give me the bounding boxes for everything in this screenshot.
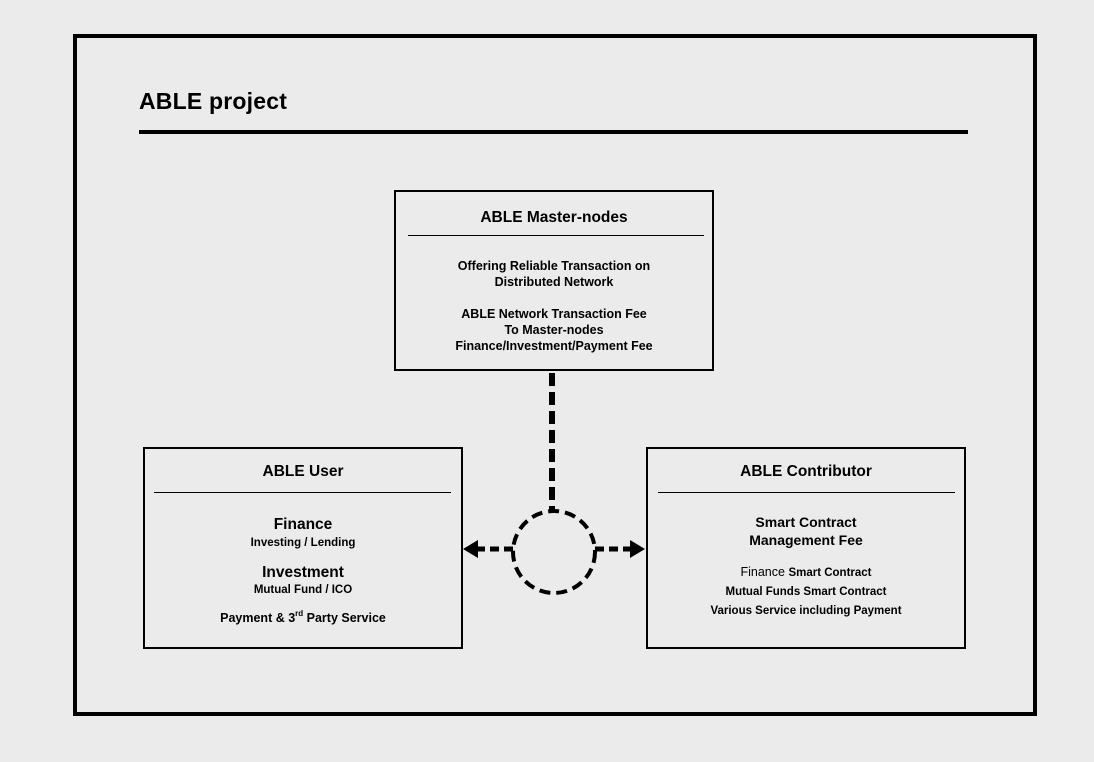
contributor-heading-line-1: Smart Contract xyxy=(755,514,857,530)
payment-service-prefix: Payment & 3 xyxy=(220,611,296,625)
hub-circle xyxy=(511,509,597,595)
master-nodes-line-3: ABLE Network Transaction Fee xyxy=(461,307,647,321)
contributor-detail-line-1: Finance Smart Contract xyxy=(648,564,964,581)
master-nodes-title: ABLE Master-nodes xyxy=(480,209,628,226)
master-nodes-line-5: Finance/Investment/Payment Fee xyxy=(455,339,653,353)
arrowhead-left-icon xyxy=(463,540,478,558)
investment-detail: Mutual Fund / ICO xyxy=(253,584,353,596)
user-title: ABLE User xyxy=(262,463,344,480)
page-title: ABLE project xyxy=(139,88,288,114)
finance-detail: Investing / Lending xyxy=(250,537,356,549)
arrowhead-right-icon xyxy=(630,540,645,558)
user-box: ABLE User Finance Investing / Lending In… xyxy=(143,447,463,649)
contributor-title: ABLE Contributor xyxy=(740,463,872,480)
contributor-box: ABLE Contributor Smart Contract Manageme… xyxy=(646,447,966,649)
contributor-heading-line-2: Management Fee xyxy=(749,532,863,548)
contributor-divider xyxy=(658,492,955,493)
diagram-frame xyxy=(73,34,1037,716)
contributor-detail-prefix: Finance xyxy=(740,565,789,579)
contributor-detail-suffix: Smart Contract xyxy=(788,567,872,579)
master-nodes-line-1: Offering Reliable Transaction on xyxy=(457,259,651,273)
payment-service-suffix: Party Service xyxy=(303,611,386,625)
ordinal-superscript: rd xyxy=(295,609,304,618)
finance-heading: Finance xyxy=(273,516,333,533)
master-nodes-divider xyxy=(408,235,704,236)
title-divider xyxy=(139,130,968,134)
master-nodes-line-4: To Master-nodes xyxy=(504,323,604,337)
contributor-detail-line-2: Mutual Funds Smart Contract xyxy=(725,586,887,598)
user-divider xyxy=(154,492,451,493)
master-nodes-box: ABLE Master-nodes Offering Reliable Tran… xyxy=(394,190,714,371)
payment-service-line: Payment & 3rd Party Service xyxy=(145,610,461,626)
contributor-detail-line-3: Various Service including Payment xyxy=(710,605,902,617)
investment-heading: Investment xyxy=(262,564,344,581)
master-nodes-line-2: Distributed Network xyxy=(494,275,614,289)
